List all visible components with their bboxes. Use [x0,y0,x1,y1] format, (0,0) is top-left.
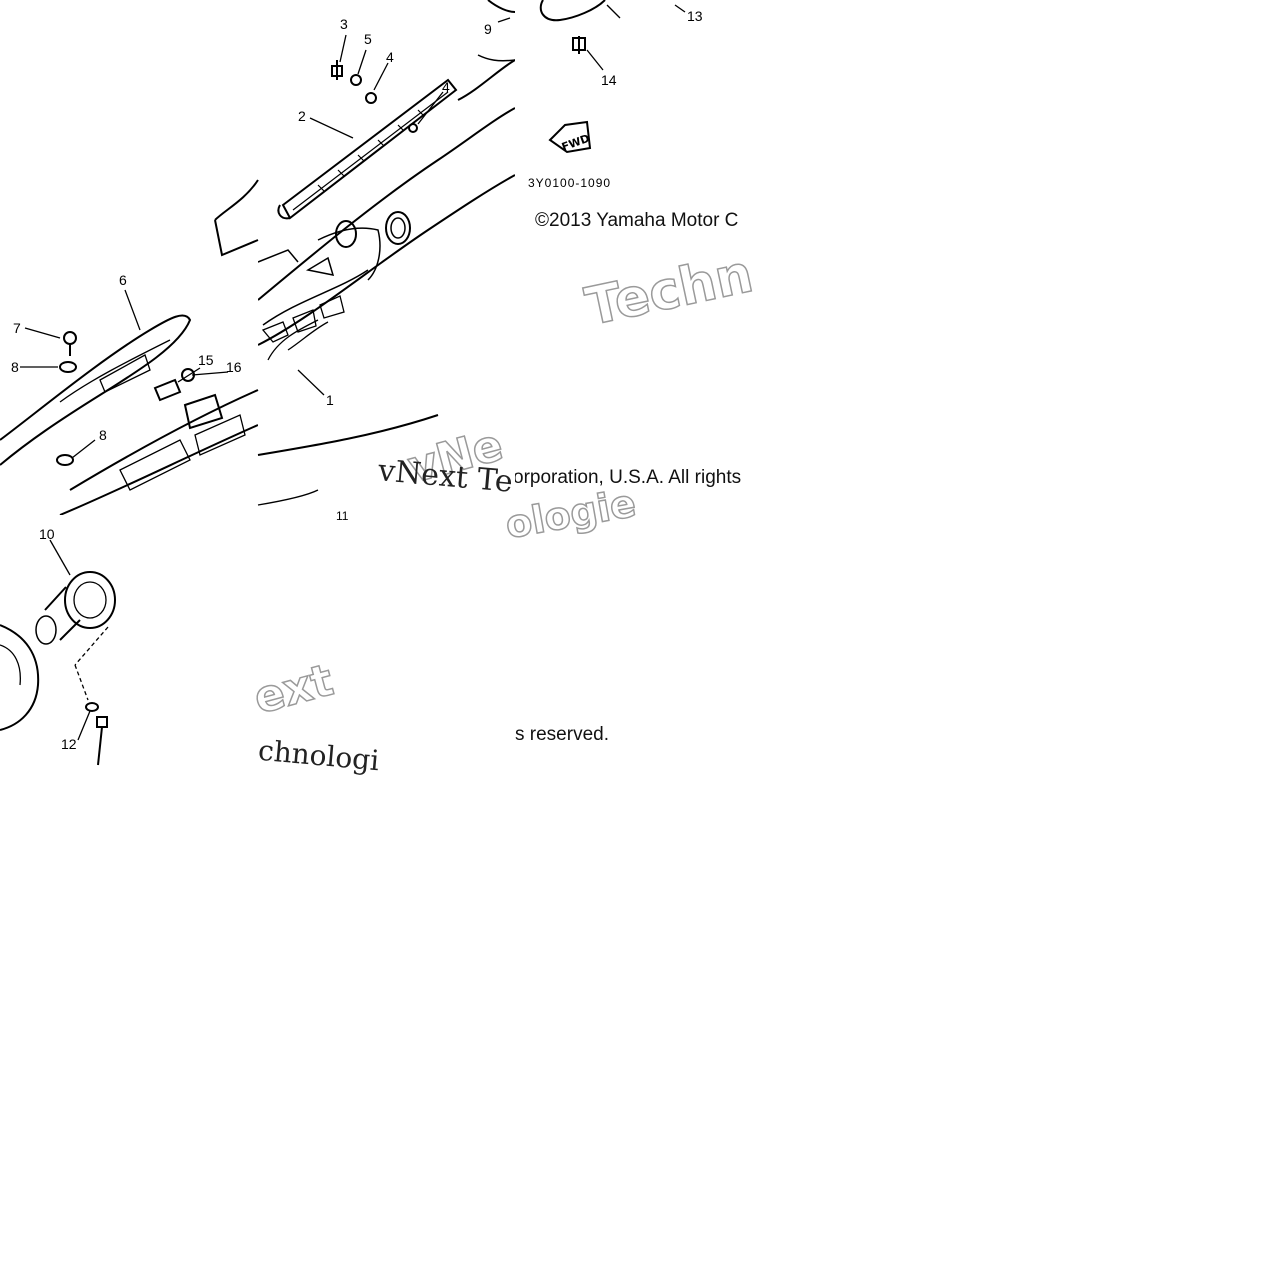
chain-guard-drawing [0,179,259,516]
callout-13: 13 [687,8,703,24]
diagram-code: 3Y0100-1090 [528,176,612,190]
callout-9: 9 [484,21,492,37]
muffler-drawing [0,539,116,766]
callout-15: 15 [198,352,214,368]
callout-3: 3 [340,16,348,32]
diagram-tile-bottom-center: ext chnologi [248,650,388,778]
callout-8: 8 [11,359,19,375]
watermark-techn: Techn [580,243,759,338]
watermark-chnologi: chnologi [256,733,381,778]
callout-14: 14 [601,72,617,88]
fastener-drawing: FWD [539,0,686,154]
callout-1: 1 [326,392,334,408]
callout-12: 12 [61,736,77,752]
callout-4: 4 [386,49,394,65]
callout-6: 6 [119,272,127,288]
callout-7: 7 [13,320,21,336]
callout-2: 2 [298,108,306,124]
frame-rail-drawing [257,0,516,396]
diagram-tile-bottom-left: 10 12 [0,515,258,772]
watermark-ext: ext [248,654,339,725]
callout-10: 10 [39,526,55,542]
callout-11: 11 [336,509,349,523]
copyright-line-2: orporation, U.S.A. All rights [513,467,742,488]
diagram-tile-top-right: FWD 13 14 3Y0100-1090 ©2013 Yamaha Motor… [515,0,772,257]
diagram-tile-center: vNe vNext Te 11 [257,414,515,522]
diagram-tile-middle-right: Techn orporation, U.S.A. All rights olog… [501,243,772,548]
callout-4: 4 [442,79,450,95]
callout-16: 16 [226,359,242,375]
copyright-line-3: s reserved. [515,724,609,745]
diagram-tile-left: 6 7 8 15 16 8 [0,170,259,516]
watermark-ologie: ologie [501,480,640,548]
callout-5: 5 [364,31,372,47]
frame-lower-drawing [257,414,439,506]
callout-8: 8 [99,427,107,443]
copyright-line-1: ©2013 Yamaha Motor C [535,210,739,231]
